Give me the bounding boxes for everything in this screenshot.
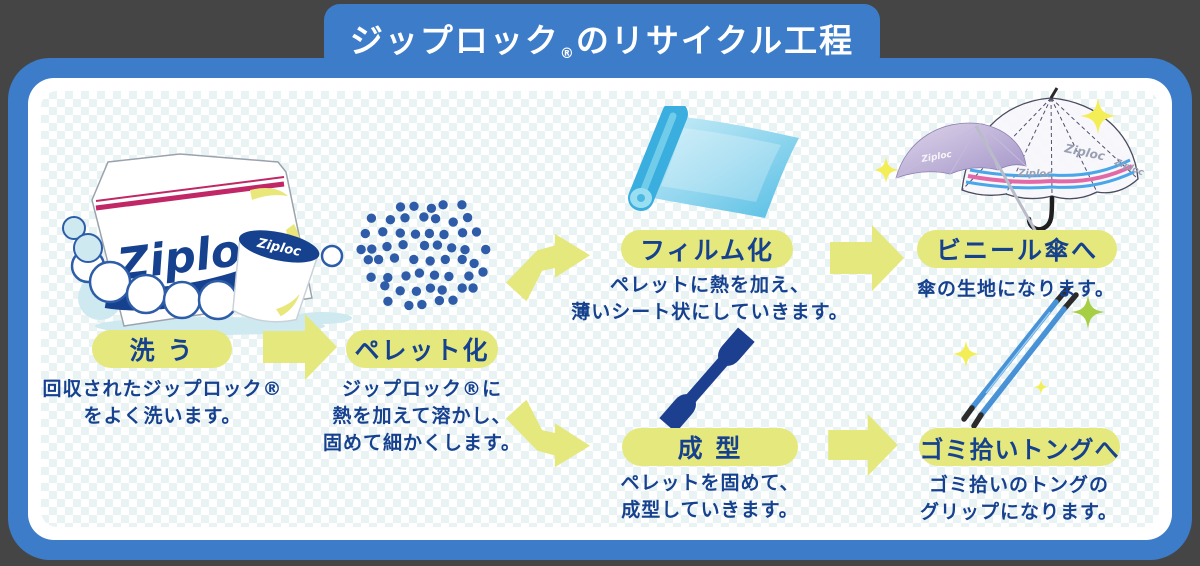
- sparkle-icon: [1033, 379, 1049, 395]
- title-banner: ジップロック®のリサイクル工程: [324, 4, 880, 72]
- molded-part-illustration: [652, 322, 762, 434]
- page-title-brand: ジップロック: [349, 21, 560, 60]
- page-title-suffix: のリサイクル工程: [575, 21, 855, 60]
- step-label-tongs: ゴミ拾いトングへ: [919, 428, 1120, 466]
- arrow-film-to-umbrella: [829, 225, 905, 291]
- washed-ziploc-bag-illustration: Ziploc Ziploc: [60, 148, 355, 338]
- vinyl-umbrella-illustration: Ziploc Ziploc Ziploc Ziploc: [872, 86, 1154, 246]
- step-desc-wash: 回収されたジップロック® をよく洗います。: [42, 378, 283, 427]
- arrow-wash-to-pellet: [263, 314, 337, 380]
- pellets-illustration: [348, 182, 498, 332]
- step-label-umbrella: ビニール傘へ: [917, 230, 1117, 268]
- litter-tongs-illustration: [938, 285, 1113, 433]
- step-label-film: フィルム化: [621, 230, 793, 268]
- step-desc-mold: ペレットを固めて、 成型していきます。: [620, 472, 800, 521]
- svg-text:Ziploc: Ziploc: [1017, 168, 1052, 180]
- arrow-mold-to-tongs: [828, 414, 898, 476]
- step-desc-pellet: ジップロック®に 熱を加えて溶かし、 固めて細かくします。: [322, 378, 522, 454]
- arrow-pellet-to-mold: [504, 398, 592, 470]
- arrow-pellet-to-film: [504, 231, 592, 303]
- step-label-pellet: ペレット化: [346, 330, 498, 368]
- step-desc-umbrella: 傘の生地になります。: [916, 278, 1116, 300]
- sparkle-icon: [872, 156, 900, 184]
- step-desc-film: ペレットに熱を加え、 薄いシート状にしていきます。: [571, 274, 849, 323]
- step-desc-tongs: ゴミ拾いのトングの グリップになります。: [919, 474, 1119, 523]
- step-label-wash: 洗 う: [92, 330, 232, 368]
- pellet-dots: [356, 200, 491, 311]
- sparkle-icon: [952, 340, 980, 368]
- film-roll-illustration: [613, 101, 813, 241]
- step-label-mold: 成 型: [622, 428, 798, 466]
- registered-mark: ®: [559, 46, 574, 62]
